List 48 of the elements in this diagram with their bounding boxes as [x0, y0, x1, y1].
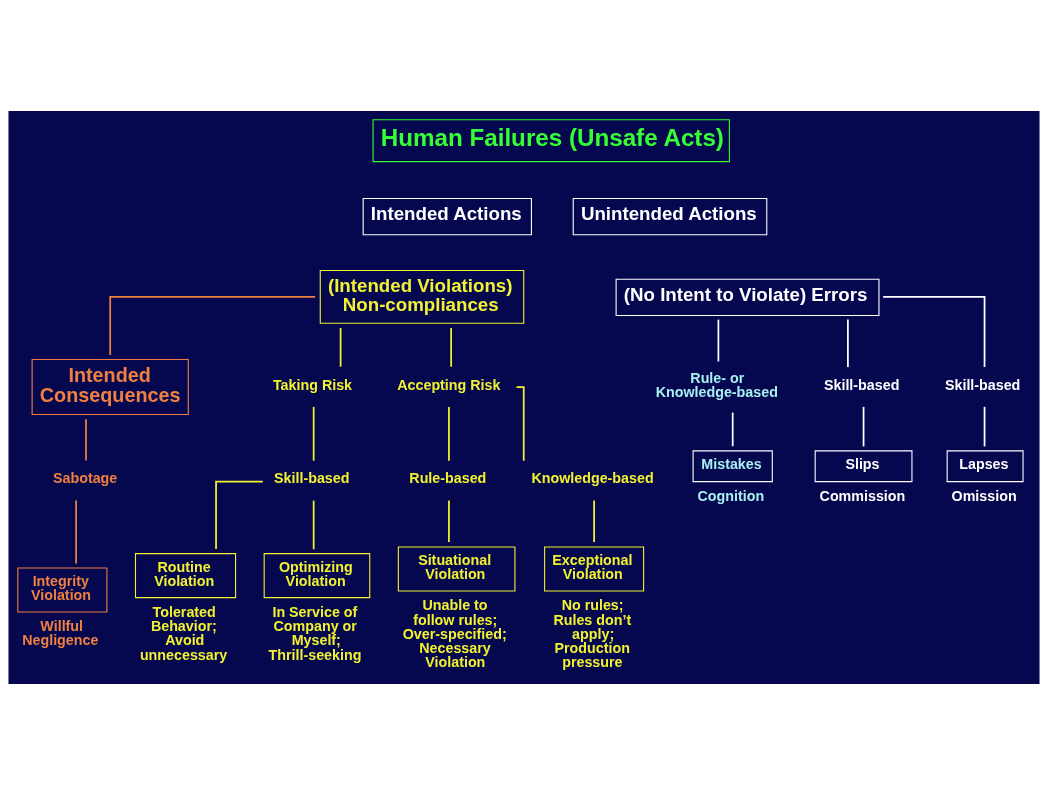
node-box: Unintended Actions — [572, 197, 768, 236]
connector — [312, 499, 315, 551]
node-text: Knowledge-based — [531, 470, 654, 487]
connector — [448, 406, 450, 462]
node-box: Intended Actions — [362, 197, 532, 236]
node-box: Human Failures (Unsafe Acts) — [372, 119, 730, 163]
node-box: Slips — [814, 450, 913, 483]
connector — [847, 318, 849, 368]
node-text: Taking Risk — [272, 376, 353, 393]
node-text: Skill-based — [274, 470, 350, 487]
connector — [731, 411, 734, 448]
connector — [85, 418, 87, 462]
connector — [450, 327, 452, 368]
node-label: Tolerated Behavior; Avoid unnecessary — [139, 603, 228, 663]
connector — [862, 406, 865, 448]
connector — [312, 406, 315, 462]
node-text: Sabotage — [53, 470, 118, 487]
node-label: Cognition — [697, 487, 765, 504]
connector — [882, 296, 986, 368]
node-box: Integrity Violation — [17, 567, 108, 613]
node-label: Omission — [951, 487, 1017, 504]
node-label: Unable to follow rules; Over-specified; Necessary Violation — [402, 597, 507, 671]
node-text: Rule- or Knowledge-based — [655, 370, 778, 401]
node-box: (Intended Violations) Non-compliances — [319, 269, 525, 324]
connector — [448, 499, 450, 543]
connector — [215, 480, 264, 550]
node-box: Lapses — [946, 450, 1024, 483]
connector — [593, 499, 595, 543]
connector — [75, 499, 77, 565]
node-text: Accepting Risk — [397, 376, 501, 393]
node-label: No rules; Rules don’t apply; Production pressure — [553, 597, 632, 671]
node-box: Exceptional Violation — [544, 546, 645, 592]
connector — [339, 327, 342, 368]
node-box: Routine Violation — [134, 553, 237, 599]
node-text: Rule-based — [409, 470, 487, 487]
connector — [983, 406, 986, 448]
connector — [109, 296, 317, 356]
node-box: Situational Violation — [397, 546, 516, 592]
node-box: Optimizing Violation — [263, 553, 371, 599]
node-label: In Service of Company or Myself; Thrill-seeking — [268, 603, 362, 663]
node-box: Intended Consequences — [31, 359, 189, 416]
node-box: Mistakes — [692, 450, 773, 483]
node-label: Commission — [819, 487, 906, 504]
node-box: (No Intent to Violate) Errors — [615, 278, 880, 317]
node-text: Skill-based — [944, 376, 1021, 393]
node-label: Willful Negligence — [22, 618, 99, 649]
connector — [717, 318, 720, 363]
node-text: Skill-based — [823, 376, 900, 393]
